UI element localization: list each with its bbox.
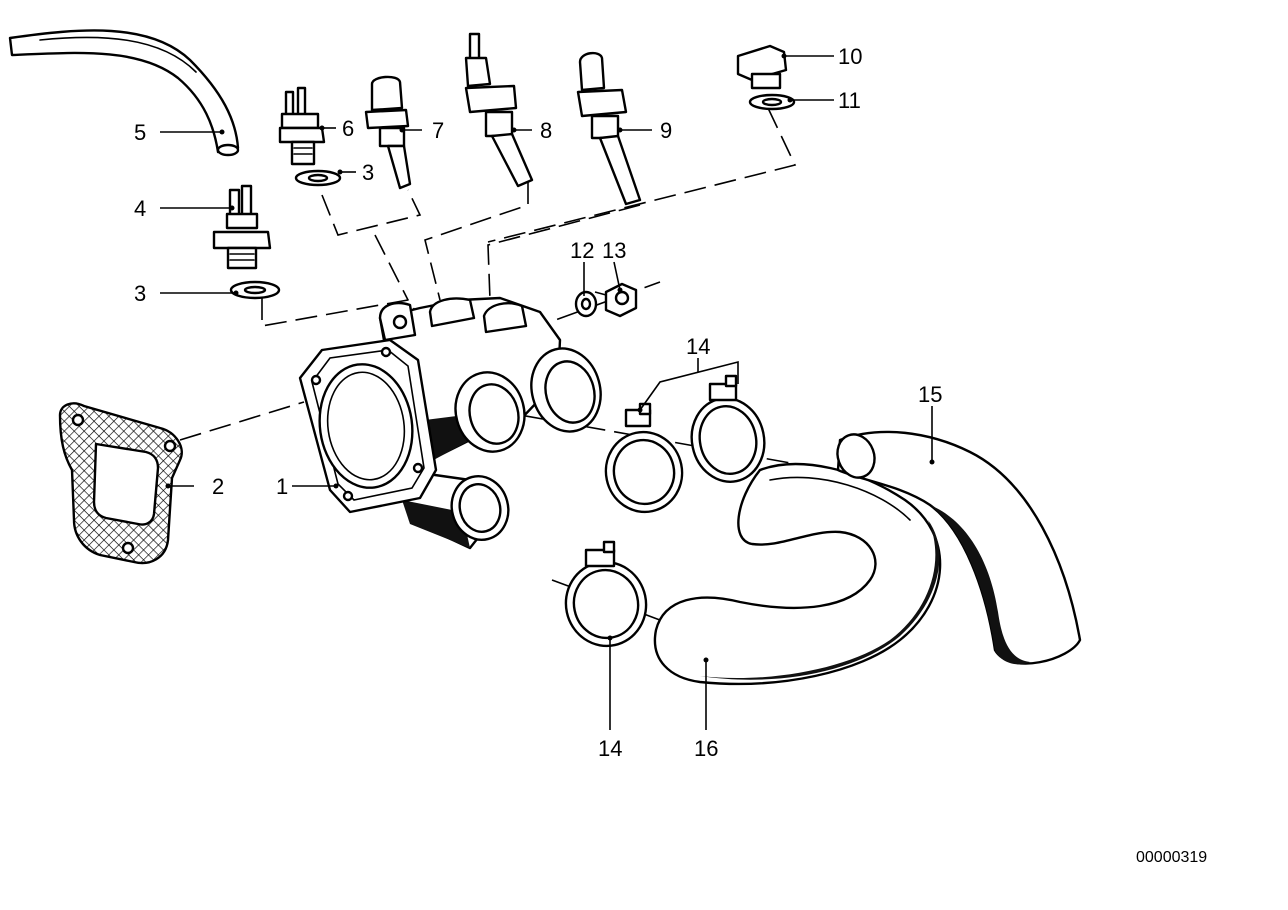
callout-14-top: 14 — [686, 334, 710, 359]
callout-8: 8 — [540, 118, 552, 143]
callout-7: 7 — [432, 118, 444, 143]
washer-11 — [748, 93, 796, 111]
callout-16: 16 — [694, 736, 718, 761]
hose-15 — [836, 430, 1082, 665]
leader-lines — [160, 53, 935, 730]
callout-9: 9 — [660, 118, 672, 143]
callout-12: 12 — [570, 238, 594, 263]
clamp-14-upper-left — [604, 402, 684, 514]
callout-11: 11 — [838, 88, 861, 113]
callout-14-bottom: 14 — [598, 736, 622, 761]
sensor-6 — [278, 86, 326, 166]
hose-16 — [653, 463, 942, 686]
sensor-7 — [364, 75, 412, 190]
nut-13 — [604, 282, 638, 318]
thermostat-housing-1 — [298, 296, 602, 550]
callout-1: 1 — [276, 474, 288, 499]
callout-5: 5 — [134, 120, 146, 145]
callout-3-left: 3 — [134, 281, 146, 306]
sensor-9 — [576, 51, 642, 206]
callout-4: 4 — [134, 196, 146, 221]
sensor-4 — [212, 184, 272, 270]
washer-3-left — [229, 280, 281, 300]
clamp-14-upper-right — [690, 374, 766, 483]
hose-5 — [8, 29, 240, 157]
clamp-14-lower — [564, 540, 648, 648]
callout-15: 15 — [918, 382, 942, 407]
plug-10 — [736, 44, 788, 90]
callout-13: 13 — [602, 238, 626, 263]
callout-10: 10 — [838, 44, 862, 69]
gasket-2 — [58, 402, 183, 565]
washer-3-right — [294, 169, 342, 187]
diagram-code: 00000319 — [1136, 849, 1207, 866]
washer-12 — [574, 290, 598, 318]
sensor-8 — [464, 32, 534, 188]
callout-6: 6 — [342, 116, 354, 141]
callout-2: 2 — [212, 474, 224, 499]
callout-labels: 5 4 3 2 1 6 3 7 8 9 10 11 12 13 14 15 14… — [134, 44, 942, 761]
callout-3-right: 3 — [362, 160, 374, 185]
